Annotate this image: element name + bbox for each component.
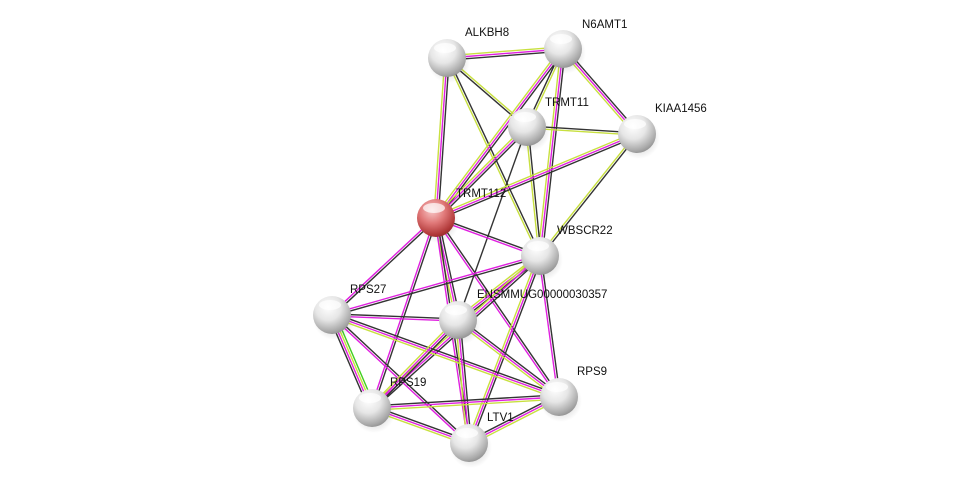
edge-kiaa1456-wbscr22[interactable] — [538, 132, 639, 258]
edge-line-magenta — [539, 48, 564, 257]
node-highlight — [456, 428, 478, 438]
node-highlight — [319, 300, 341, 310]
edge-line-black — [332, 312, 560, 396]
edge-line-yellow — [433, 57, 446, 218]
node-label: TRMT112 — [456, 188, 506, 200]
node-label: ALKBH8 — [465, 27, 509, 39]
edge-line-black — [540, 134, 639, 258]
node-highlight — [527, 241, 549, 251]
edge-line-yellow — [466, 254, 539, 443]
edge-line-black — [457, 126, 528, 321]
edge-line-black — [372, 218, 438, 409]
node-highlight — [550, 34, 572, 44]
node-wbscr22[interactable]: WBSCR22 — [521, 225, 613, 281]
node-highlight — [423, 203, 445, 213]
edge-line-yellow — [434, 131, 637, 217]
edge-line-magenta — [435, 57, 448, 219]
node-ensmmug00000030357[interactable]: ENSMMUG00000030357 — [439, 289, 607, 345]
node-n6amt1[interactable]: N6AMT1 — [544, 19, 627, 74]
edge-line-magenta — [370, 217, 436, 408]
node-label: WBSCR22 — [557, 225, 613, 237]
node-label: RPS9 — [577, 366, 607, 378]
node-label: N6AMT1 — [582, 19, 627, 31]
edge-trmt11-ensmmug00000030357[interactable] — [457, 126, 528, 321]
edge-line-yellow — [537, 48, 562, 256]
node-highlight — [624, 119, 646, 129]
edge-line-black — [371, 394, 559, 407]
edge-rps19-rps9[interactable] — [371, 394, 560, 411]
edge-trmt112-rps27[interactable] — [330, 216, 438, 317]
node-highlight — [445, 305, 467, 315]
edge-line-magenta — [331, 254, 540, 315]
edge-trmt112-rps19[interactable] — [370, 217, 438, 409]
edge-line-black — [436, 216, 561, 397]
edge-wbscr22-ltv1[interactable] — [466, 254, 543, 445]
edge-line-black — [541, 49, 566, 257]
node-label: RPS19 — [390, 377, 426, 389]
edge-line-black — [332, 256, 541, 317]
node-highlight — [359, 393, 381, 403]
edge-line-yellow — [433, 124, 526, 217]
edge-line-yellow — [372, 398, 560, 411]
edge-rps27-rps9[interactable] — [331, 312, 560, 400]
node-trmt112[interactable]: TRMT112 — [417, 188, 506, 243]
node-kiaa1456[interactable]: KIAA1456 — [618, 103, 707, 159]
edge-line-yellow — [538, 132, 637, 256]
node-label: ENSMMUG00000030357 — [477, 289, 607, 301]
edge-kiaa1456-trmt112[interactable] — [434, 131, 639, 221]
edge-alkbh8-trmt112[interactable] — [433, 57, 450, 219]
edge-line-magenta — [434, 218, 559, 399]
node-label: KIAA1456 — [655, 103, 707, 115]
node-rps27[interactable]: RPS27 — [313, 284, 386, 340]
node-rps9[interactable]: RPS9 — [540, 366, 607, 422]
edge-line-magenta — [435, 133, 638, 219]
edge-line-yellow — [331, 316, 559, 400]
node-alkbh8[interactable]: ALKBH8 — [428, 27, 509, 83]
edge-line-black — [470, 256, 543, 445]
node-highlight — [514, 112, 536, 122]
edge-trmt112-rps9[interactable] — [434, 216, 561, 399]
node-label: RPS27 — [350, 284, 386, 296]
node-label: LTV1 — [487, 412, 514, 424]
edge-line-magenta — [371, 396, 560, 409]
node-highlight — [546, 382, 568, 392]
node-label: TRMT11 — [545, 97, 589, 109]
edge-line-black — [437, 58, 450, 219]
edge-n6amt1-wbscr22[interactable] — [537, 48, 566, 257]
edge-wbscr22-rps27[interactable] — [331, 254, 541, 317]
node-trmt11[interactable]: TRMT11 — [508, 97, 589, 152]
edge-line-yellow — [433, 47, 562, 218]
edge-line-magenta — [330, 216, 436, 315]
edge-line-magenta — [435, 48, 564, 219]
node-rps19[interactable]: RPS19 — [353, 377, 426, 433]
edge-line-black — [332, 218, 438, 317]
edge-line-black — [436, 135, 639, 221]
node-highlight — [434, 43, 456, 53]
edge-line-magenta — [331, 314, 560, 398]
edge-line-magenta — [468, 255, 541, 444]
edges-layer — [328, 46, 640, 446]
node-ltv1[interactable]: LTV1 — [450, 412, 514, 468]
